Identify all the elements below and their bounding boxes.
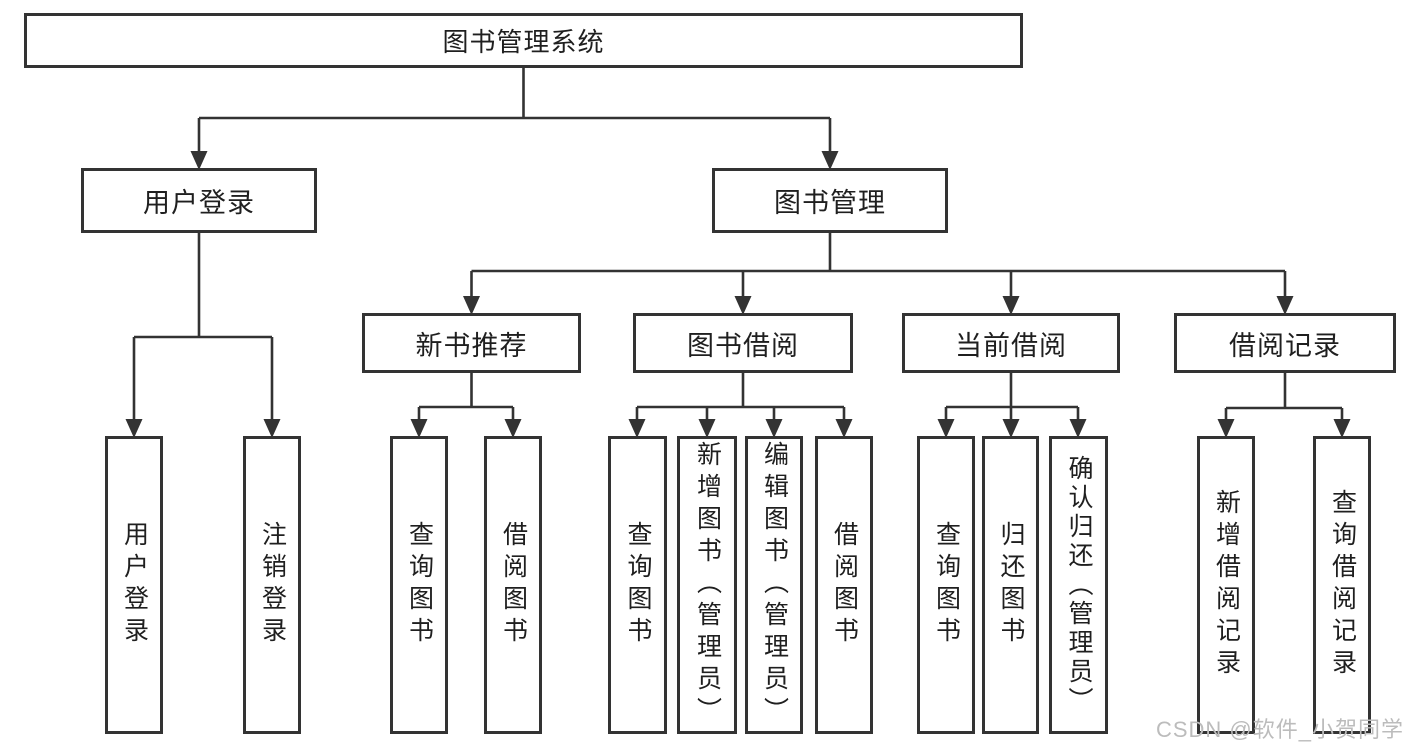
- leaf-current-query-books: 查询图书: [917, 436, 975, 734]
- node-label: 查询图书: [624, 521, 652, 649]
- node-borrowing-records: 借阅记录: [1174, 313, 1396, 373]
- leaf-newrec-query-books: 查询图书: [390, 436, 448, 734]
- leaf-logout: 注销登录: [243, 436, 301, 734]
- node-label: 编辑图书（管理员）: [760, 441, 789, 729]
- node-library-management-system: 图书管理系统: [24, 13, 1023, 68]
- node-book-borrowing: 图书借阅: [633, 313, 853, 373]
- node-label: 确认归还（管理员）: [1065, 454, 1093, 716]
- node-new-book-recommend: 新书推荐: [362, 313, 581, 373]
- node-label: 借阅图书: [830, 521, 859, 649]
- node-label: 查询借阅记录: [1328, 489, 1357, 681]
- node-label: 图书管理系统: [442, 27, 605, 57]
- node-label: 归还图书: [997, 521, 1025, 649]
- connector-path: [132, 68, 1344, 424]
- node-label: 用户登录: [143, 188, 255, 218]
- node-label: 新书推荐: [415, 330, 528, 361]
- node-label: 新增借阅记录: [1212, 489, 1241, 681]
- node-label: 查询图书: [932, 521, 961, 649]
- node-label: 图书管理: [774, 188, 886, 218]
- leaf-add-borrow-record: 新增借阅记录: [1197, 436, 1255, 734]
- node-label: 借阅记录: [1229, 330, 1341, 361]
- leaf-borrowing-query-books: 查询图书: [608, 436, 667, 734]
- leaf-return-books: 归还图书: [982, 436, 1039, 734]
- node-label: 注销登录: [258, 521, 287, 649]
- leaf-edit-books-admin: 编辑图书（管理员）: [745, 436, 803, 734]
- leaf-confirm-return-admin: 确认归还（管理员）: [1049, 436, 1108, 734]
- node-label: 新增图书（管理员）: [693, 441, 722, 729]
- node-book-management: 图书管理: [712, 168, 948, 233]
- node-label: 用户登录: [120, 521, 149, 649]
- node-label: 查询图书: [405, 521, 434, 649]
- node-label: 当前借阅: [955, 330, 1067, 361]
- node-current-borrowing: 当前借阅: [902, 313, 1120, 373]
- leaf-add-books-admin: 新增图书（管理员）: [677, 436, 737, 734]
- leaf-query-borrow-record: 查询借阅记录: [1313, 436, 1371, 734]
- leaf-newrec-borrow-books: 借阅图书: [484, 436, 542, 734]
- csdn-watermark: CSDN @软件_小贺同学: [1155, 717, 1404, 742]
- node-label: 借阅图书: [499, 521, 528, 649]
- node-user-login: 用户登录: [81, 168, 317, 233]
- leaf-borrowing-borrow-books: 借阅图书: [815, 436, 873, 734]
- leaf-user-login: 用户登录: [105, 436, 163, 734]
- node-label: 图书借阅: [687, 330, 799, 361]
